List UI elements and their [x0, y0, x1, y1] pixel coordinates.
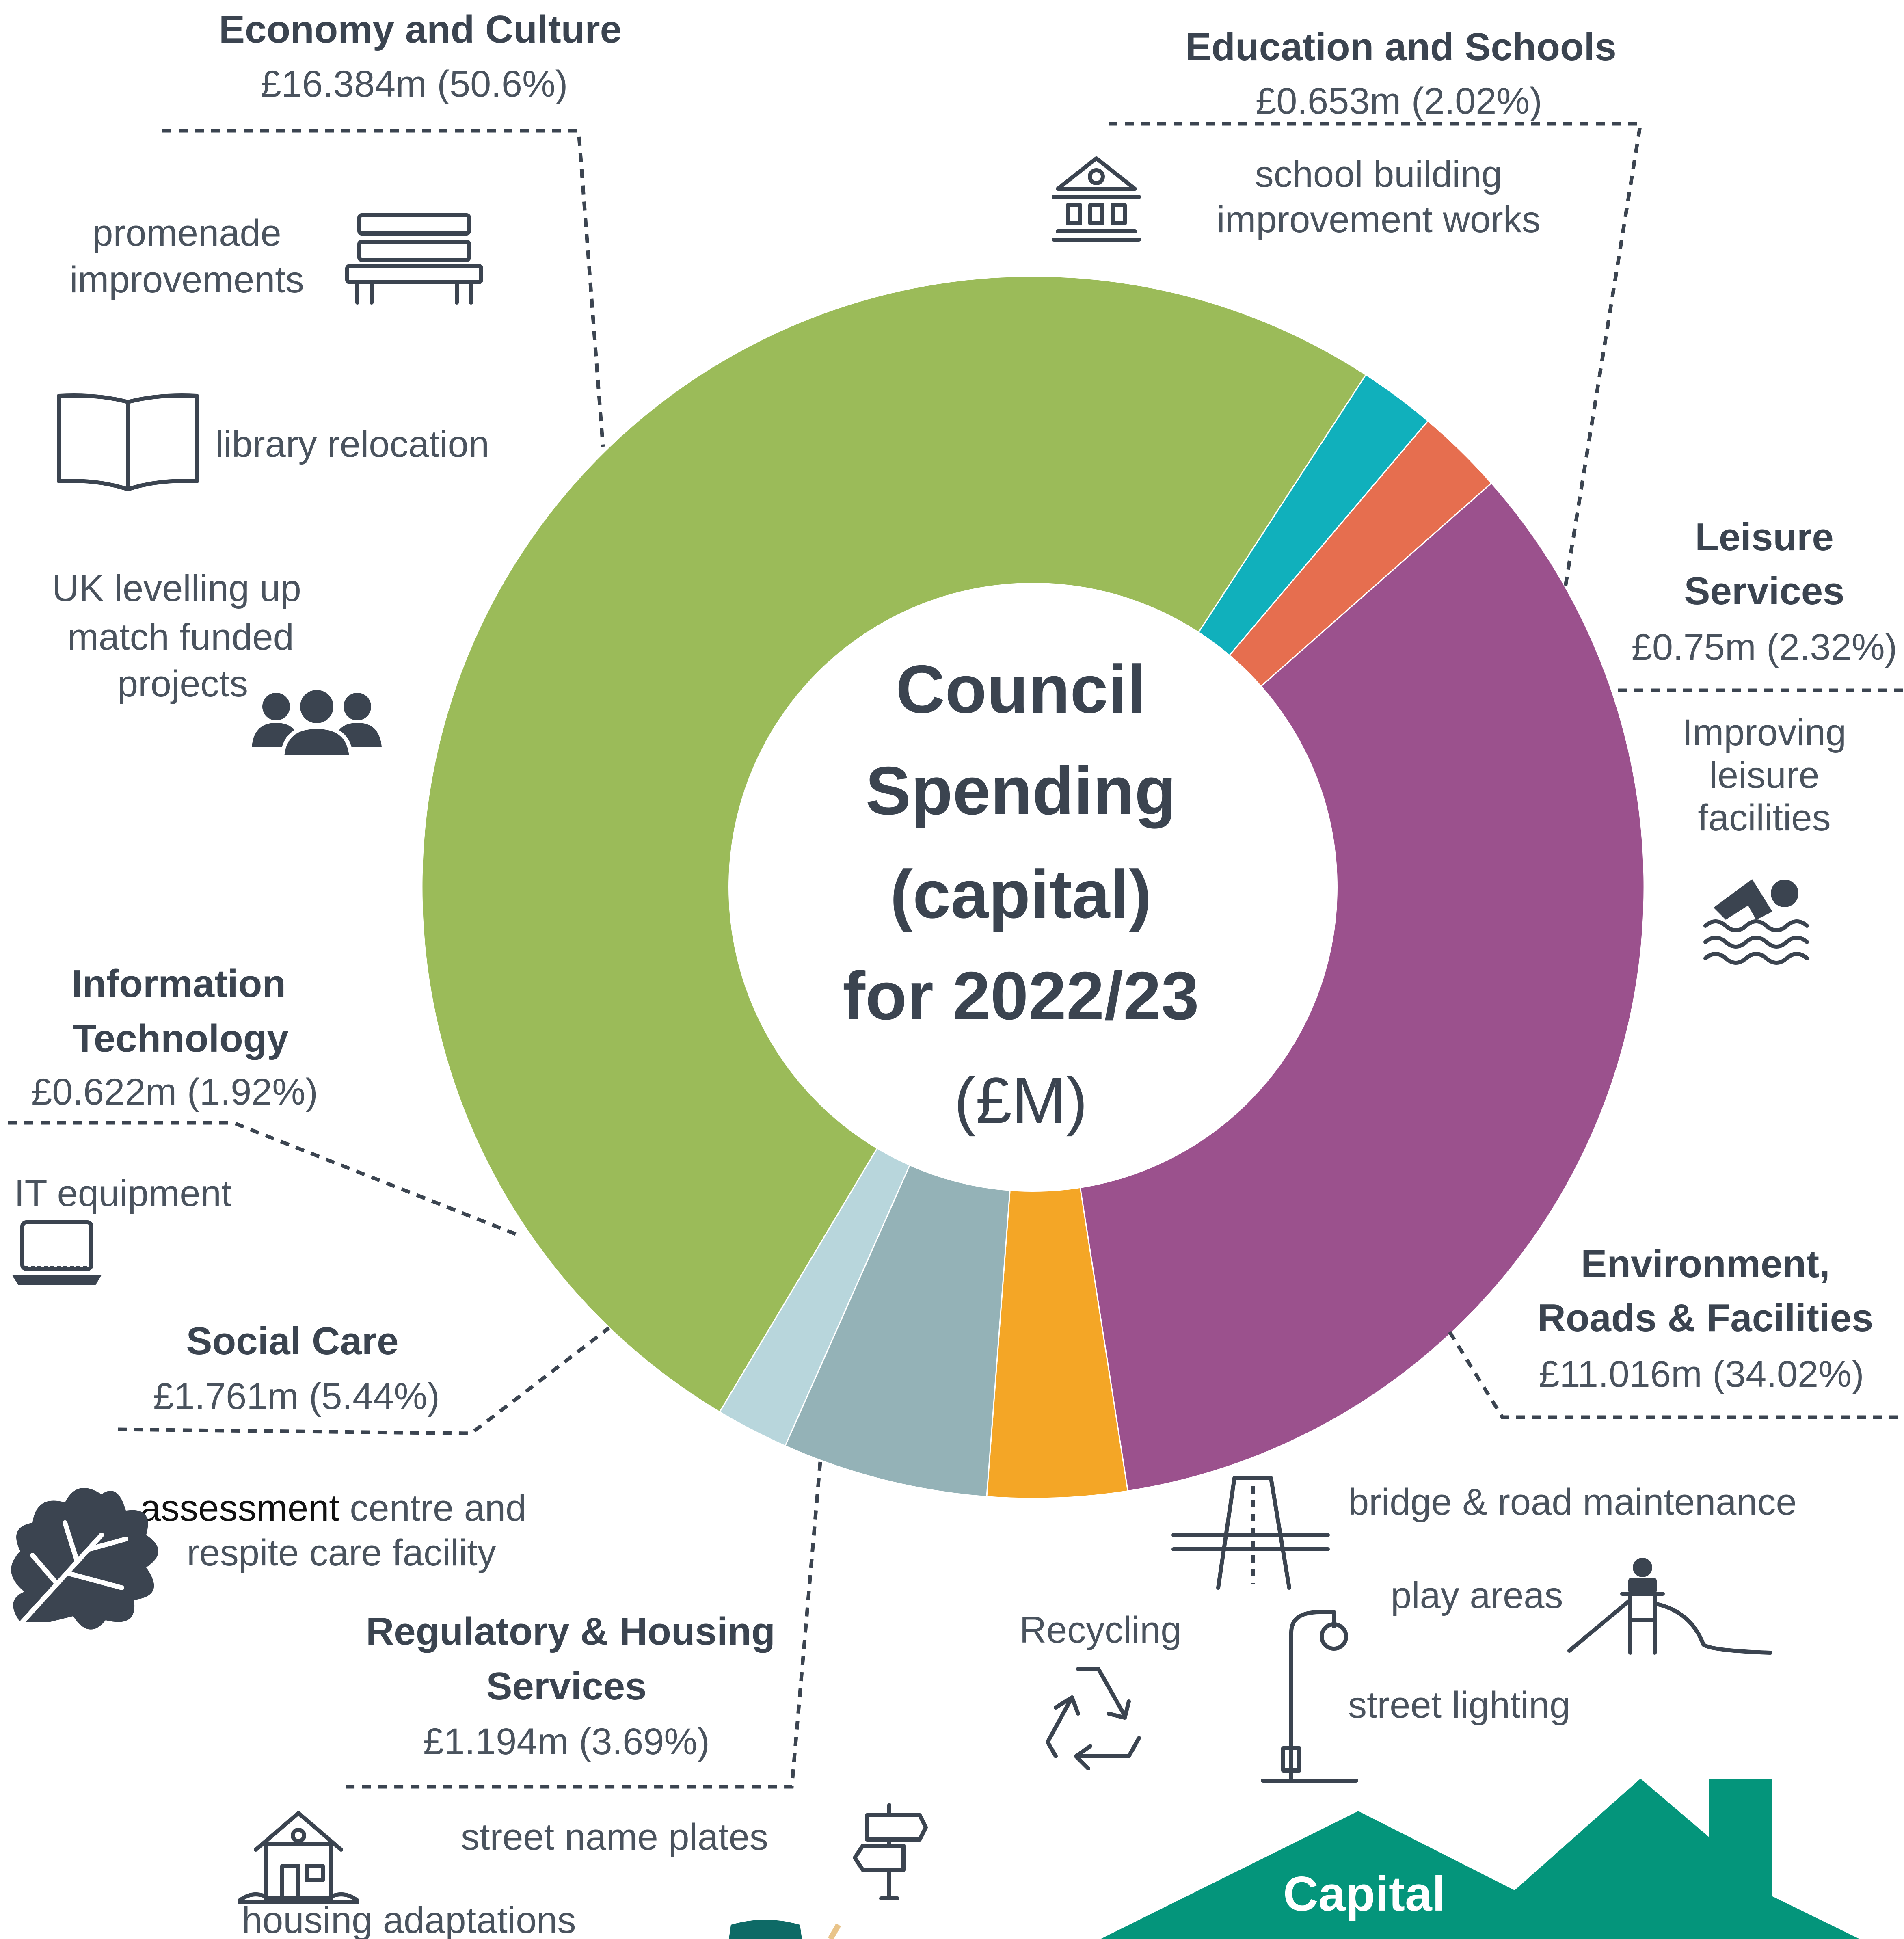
item-assessment-1: assessment centre and [140, 1487, 526, 1529]
item-assessment-b: centre and [339, 1487, 526, 1529]
item-bridge: bridge & road maintenance [1348, 1481, 1797, 1523]
item-leisure-fac-1: Improving [1682, 712, 1846, 753]
laptop-icon [12, 1220, 102, 1285]
item-levelling-1: UK levelling up [52, 568, 301, 609]
label-environment-title-2: Roads & Facilities [1538, 1296, 1874, 1340]
swimmer-icon [1703, 879, 1809, 965]
chart-title: Council Spending (capital) for 2022/23 (… [843, 651, 1199, 1137]
label-leisure-value: £0.75m (2.32%) [1632, 627, 1898, 668]
chart-unit: (£M) [954, 1064, 1088, 1137]
label-it-value: £0.622m (1.92%) [31, 1071, 318, 1113]
label-economy-value: £16.384m (50.6%) [261, 63, 568, 105]
leader-social [117, 1326, 610, 1435]
label-environment-value: £11.016m (34.02%) [1539, 1353, 1864, 1395]
label-environment-title-1: Environment, [1581, 1242, 1830, 1286]
label-social-value: £1.761m (5.44%) [153, 1376, 440, 1417]
item-housing: housing adaptations [242, 1900, 576, 1939]
item-assessment-2: respite care facility [187, 1532, 496, 1574]
label-economy-title: Economy and Culture [219, 8, 622, 51]
road-icon [1171, 1476, 1330, 1590]
item-promenade-1: promenade [92, 212, 281, 254]
school-icon [1052, 156, 1141, 242]
item-levelling-3: projects [117, 663, 248, 705]
item-library: library relocation [215, 424, 489, 465]
people-icon [252, 686, 382, 759]
book-icon [57, 393, 199, 491]
label-regulatory-value: £1.194m (3.69%) [423, 1721, 710, 1762]
label-regulatory-title-1: Regulatory & Housing [366, 1610, 775, 1653]
bin-icon [729, 1920, 841, 1939]
title-line-2: Spending [865, 752, 1176, 829]
leader-lines [8, 122, 1904, 1789]
label-education-title: Education and Schools [1185, 25, 1616, 69]
house-icon [238, 1811, 359, 1904]
item-levelling-2: match funded [67, 616, 294, 658]
capital-house-text: Capital [1283, 1867, 1446, 1921]
item-it-equipment: IT equipment [14, 1173, 231, 1214]
capital-house: Capital [1100, 1779, 1860, 1939]
label-it-title-1: Information [71, 962, 286, 1005]
item-school-2: improvement works [1217, 199, 1541, 240]
donut-slice-environment-roads-facilities [1032, 482, 1645, 1492]
leaf-icon [11, 1488, 158, 1630]
label-leisure-title-1: Leisure [1695, 515, 1833, 559]
leader-environment [1448, 1331, 1904, 1419]
donut-hole [728, 583, 1338, 1192]
item-street-name: street name plates [461, 1816, 768, 1858]
recycle-icon [1046, 1667, 1141, 1770]
item-leisure-fac-3: facilities [1698, 797, 1831, 839]
item-school-1: school building [1255, 153, 1502, 195]
signpost-icon [853, 1803, 928, 1900]
bench-icon [345, 213, 483, 305]
title-line-4: for 2022/23 [843, 958, 1199, 1034]
label-it-title-2: Technology [73, 1017, 289, 1060]
item-assessment-a: assessment [140, 1487, 339, 1529]
label-education-value: £0.653m (2.02%) [1256, 80, 1542, 122]
item-promenade-2: improvements [69, 259, 304, 300]
label-regulatory-title-2: Services [486, 1664, 646, 1708]
leader-regulatory [341, 1461, 822, 1789]
item-play: play areas [1391, 1575, 1563, 1616]
item-recycling: Recycling [1020, 1609, 1182, 1651]
label-social-title: Social Care [186, 1319, 399, 1363]
leader-economy [162, 129, 605, 447]
streetlight-icon [1261, 1610, 1358, 1783]
title-line-1: Council [896, 651, 1146, 727]
title-line-3: (capital) [890, 856, 1152, 932]
playground-icon [1567, 1558, 1772, 1655]
item-street-lighting: street lighting [1348, 1684, 1570, 1726]
label-leisure-title-2: Services [1684, 569, 1844, 613]
item-leisure-fac-2: leisure [1709, 754, 1819, 796]
